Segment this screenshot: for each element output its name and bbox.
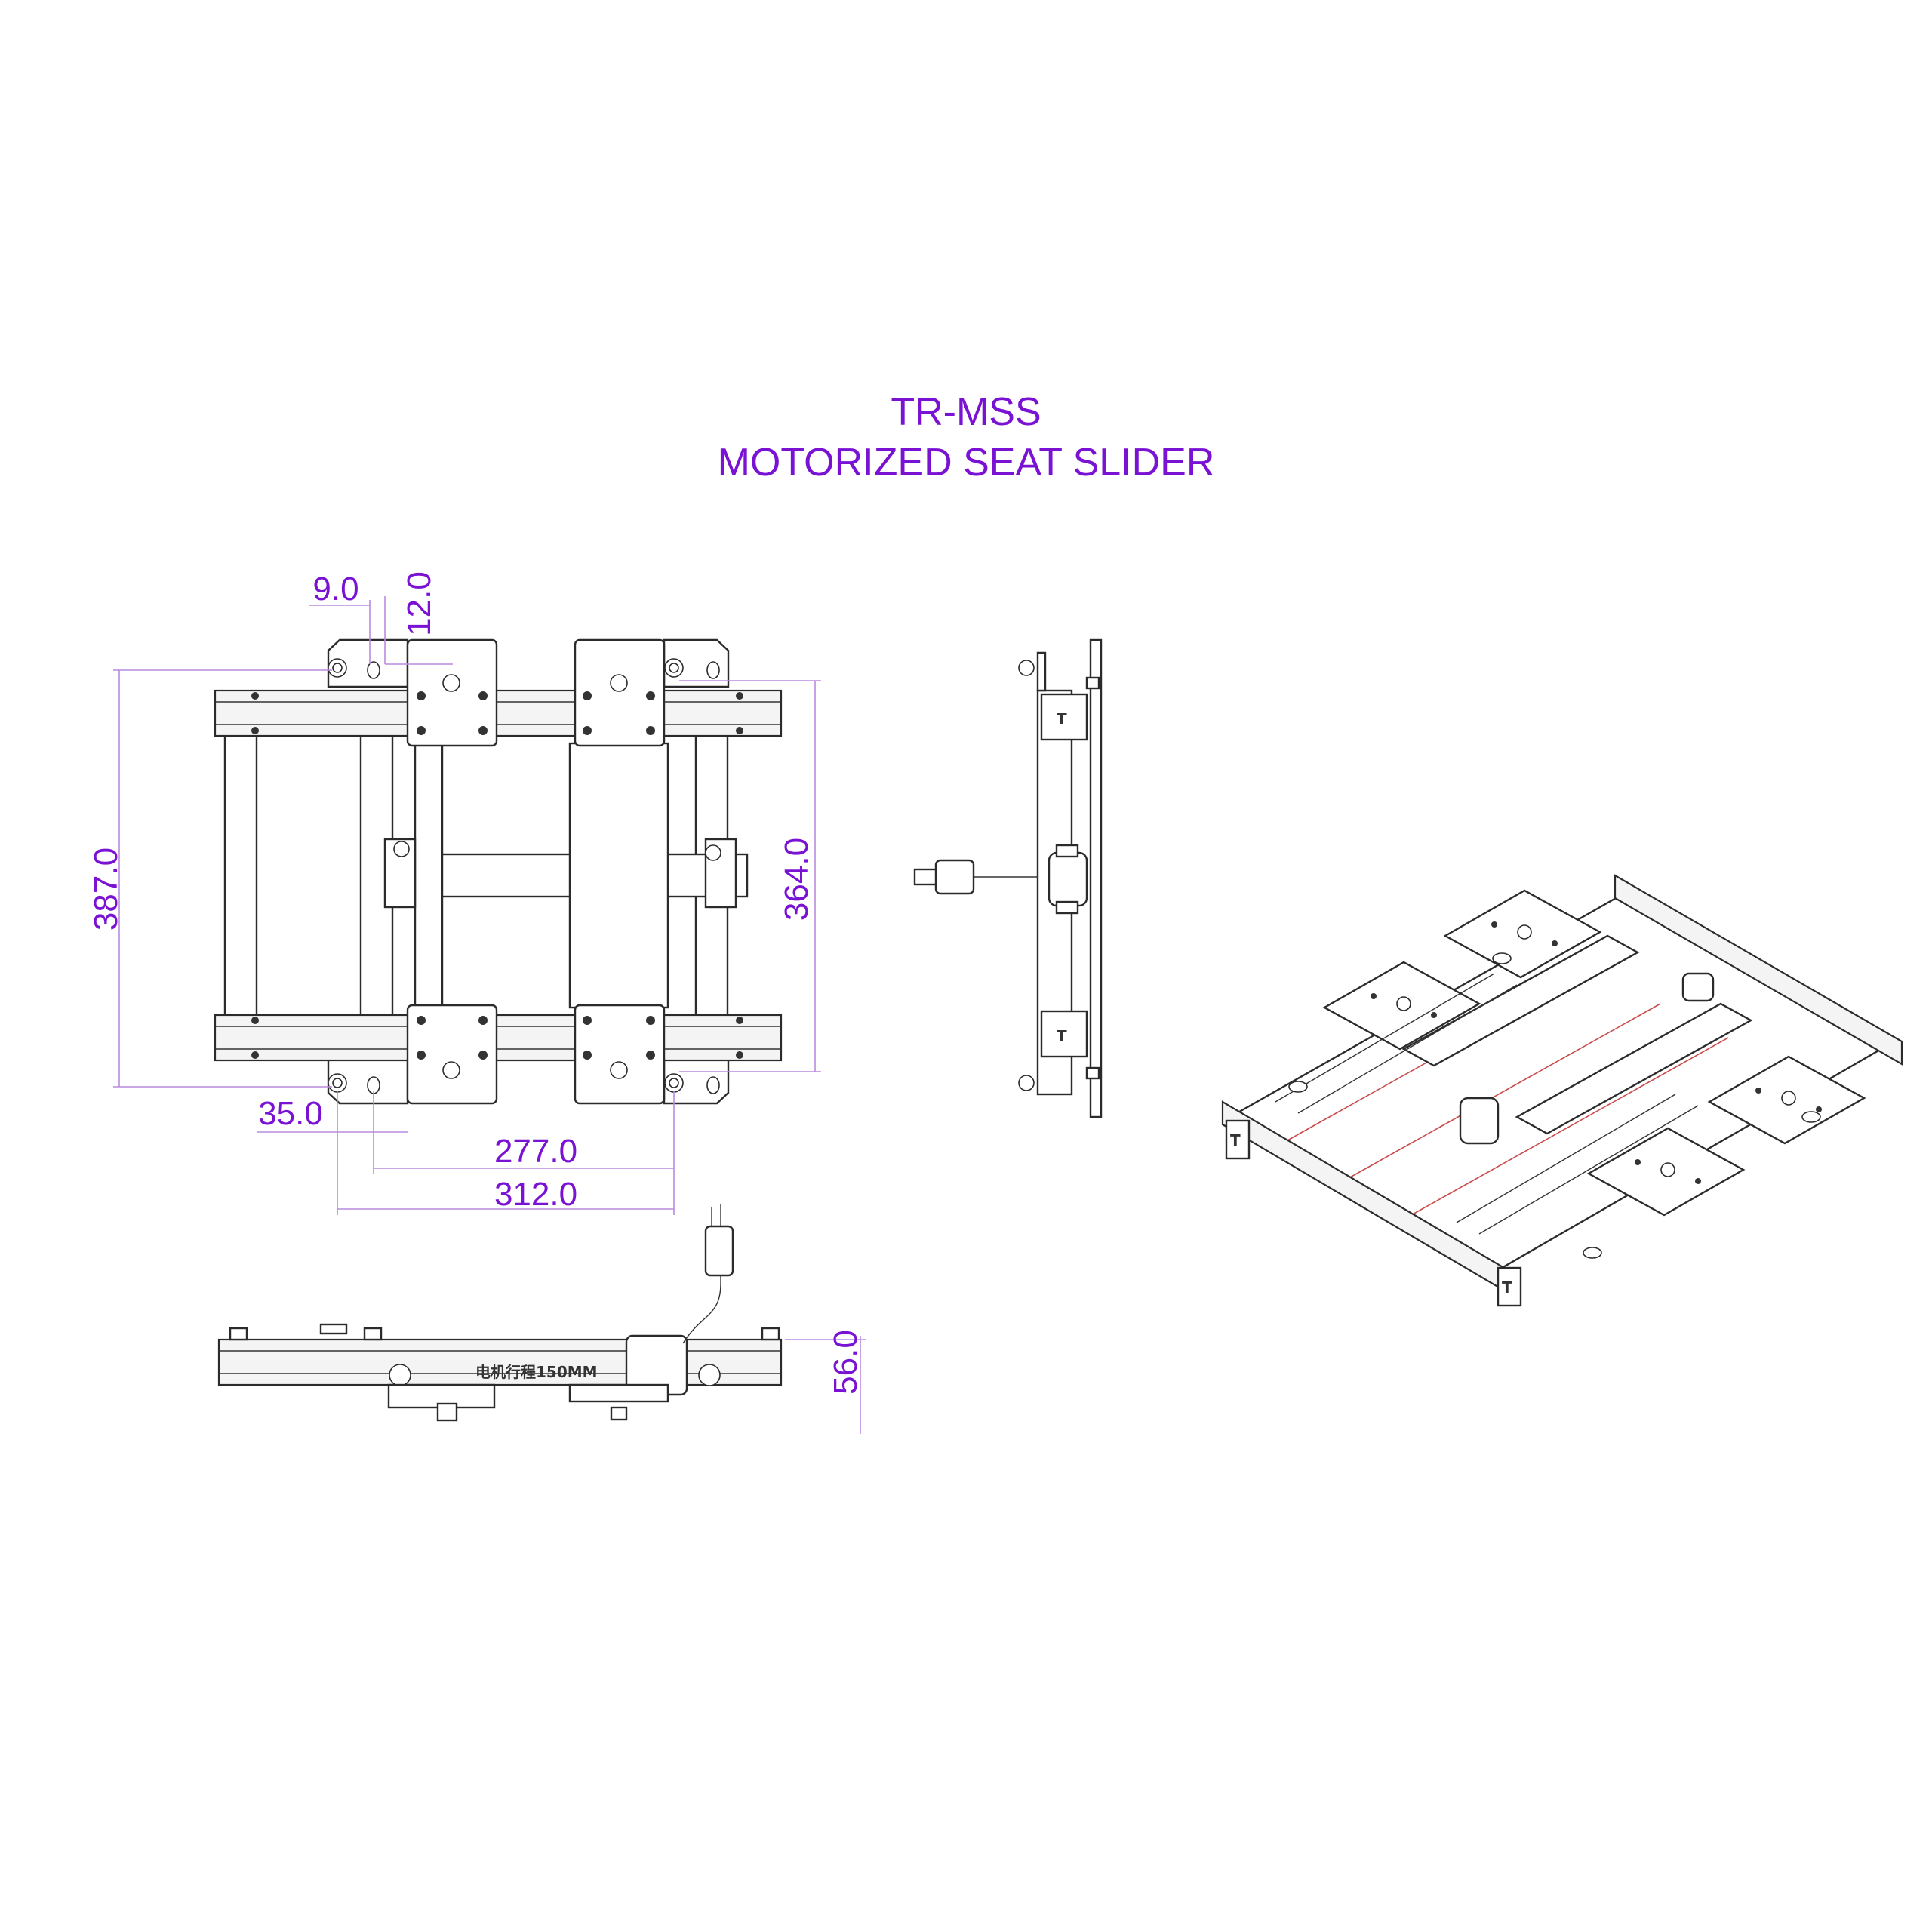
dim-overall-width: 312.0: [494, 1176, 577, 1213]
dim-hole-spacing: 12.0: [401, 571, 438, 636]
mounting-holes: [251, 658, 743, 1094]
rail-top: [214, 689, 783, 737]
top-view: [214, 638, 783, 1105]
cross-tube-left: [223, 734, 258, 1017]
front-view-dimensions: 56.0: [785, 1330, 866, 1434]
slider-beam: [414, 742, 444, 1009]
dim-rail-depth: 364.0: [778, 838, 815, 921]
seat-bracket-plate: [568, 742, 669, 1009]
front-view: 电机行程150MM: [217, 1204, 783, 1422]
carriage-plate-top-left: [406, 638, 498, 747]
svg-text:T: T: [1057, 710, 1067, 728]
product-name: MOTORIZED SEAT SLIDER: [718, 441, 1215, 485]
svg-text:T: T: [1502, 1278, 1512, 1297]
motor-connector: [934, 859, 975, 895]
svg-text:T: T: [1057, 1027, 1067, 1045]
dim-overall-depth: 387.0: [88, 848, 125, 931]
end-view: T T: [913, 638, 1103, 1118]
carriage-plate-bottom-right: [574, 1004, 666, 1105]
iso-motor: [1459, 1097, 1500, 1145]
rail-bottom: [214, 1014, 783, 1062]
dim-hole-offset: 9.0: [312, 571, 358, 608]
top-view-dimensions: 9.0 12.0 387.0 364.0 35.0 277.0 312.0: [88, 571, 821, 1215]
carriage-plate-bottom-left: [406, 1004, 498, 1105]
dim-edge-offset: 35.0: [258, 1095, 323, 1132]
isometric-view: T T: [1221, 874, 1903, 1307]
svg-text:T: T: [1230, 1131, 1241, 1149]
dim-height: 56.0: [827, 1330, 864, 1395]
product-code: TR-MSS: [891, 390, 1041, 434]
carriage-plate-top-right: [574, 638, 666, 747]
motor-stroke-label: 电机行程150MM: [475, 1363, 598, 1381]
dim-inner-width: 277.0: [494, 1133, 577, 1170]
